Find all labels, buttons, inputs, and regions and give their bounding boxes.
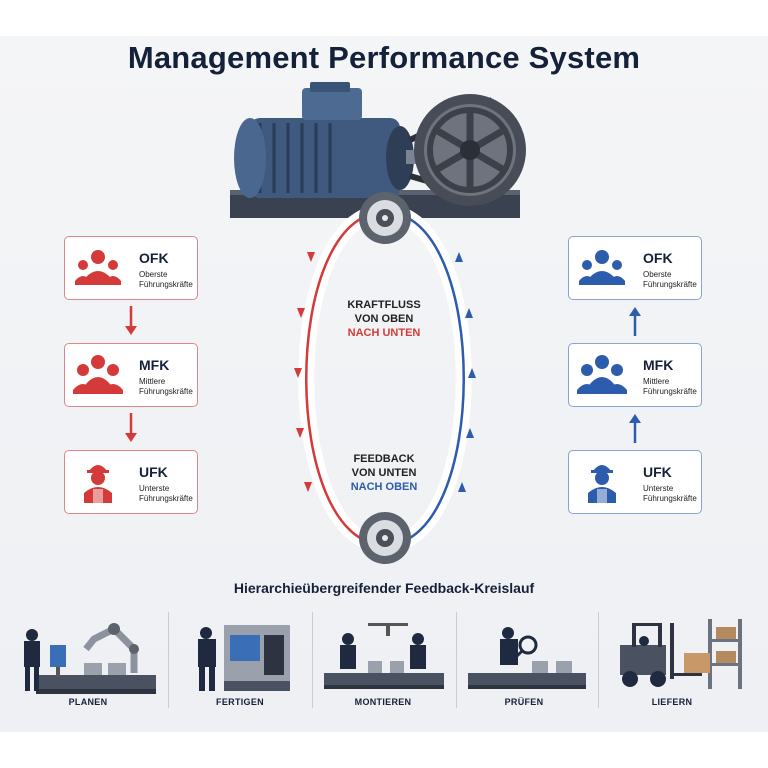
down-arrow-icon — [125, 413, 137, 442]
card-abbreviation: OFK — [139, 250, 169, 266]
card-abbreviation: UFK — [643, 464, 672, 480]
right-card-mfk: MFK Mittlere Führungskräfte — [568, 343, 702, 407]
cnc-machine-icon — [198, 625, 290, 691]
card-description-line-1: Oberste — [139, 270, 168, 279]
card-description-line-2: Führungskräfte — [643, 280, 697, 289]
card-abbreviation: OFK — [643, 250, 673, 266]
card-description-line-1: Unterste — [139, 484, 170, 493]
right-card-ufk: UFK Unterste Führungskräfte — [568, 450, 702, 514]
card-description-line-2: Führungskräfte — [139, 387, 193, 396]
card-description-line-2: Führungskräfte — [139, 494, 193, 503]
card-description: Oberste Führungskräfte — [643, 270, 703, 290]
card-description: Mittlere Führungskräfte — [139, 377, 199, 397]
bottom-flow-line-3: NACH OBEN — [350, 481, 418, 493]
bottom-flow-line-1: FEEDBACK — [353, 453, 415, 465]
stage-label-liefern: LIEFERN — [651, 697, 693, 707]
bottom-flow-line-2: VON UNTEN — [351, 467, 417, 479]
planning-robot-arm-icon — [24, 623, 156, 694]
card-abbreviation: UFK — [139, 464, 168, 480]
inspection-magnifier-icon — [468, 627, 586, 689]
card-description: Unterste Führungskräfte — [139, 484, 199, 504]
card-description: Unterste Führungskräfte — [643, 484, 703, 504]
leader-icon — [75, 250, 121, 285]
group-icon — [577, 355, 627, 394]
up-arrow-icon — [629, 307, 641, 336]
card-description-line-1: Mittlere — [139, 377, 166, 386]
stage-label-planen: PLANEN — [68, 697, 108, 707]
feedback-loop-label: Hierarchieübergreifender Feedback-Kreisl… — [233, 580, 535, 596]
stage-label-fertigen: FERTIGEN — [216, 697, 264, 707]
stage-divider — [312, 612, 313, 708]
left-card-ofk: OFK Oberste Führungskräfte — [64, 236, 198, 300]
stage-label-montieren: MONTIEREN — [354, 697, 412, 707]
stage-label-pruefen: PRÜFEN — [504, 697, 544, 707]
feedback-loop-belt — [294, 192, 476, 564]
top-flow-line-1: KRAFTFLUSS — [347, 299, 421, 311]
down-arrow-icon — [125, 306, 137, 335]
right-card-ofk: OFK Oberste Führungskräfte — [568, 236, 702, 300]
card-description-line-2: Führungskräfte — [643, 494, 697, 503]
card-description: Mittlere Führungskräfte — [643, 377, 703, 397]
worker-hardhat-icon — [588, 465, 616, 503]
top-flow-text: KRAFTFLUSS VON OBEN NACH UNTEN — [304, 298, 464, 340]
card-abbreviation: MFK — [643, 357, 674, 373]
leader-icon — [579, 250, 625, 285]
top-flow-line-2: VON OBEN — [354, 313, 414, 325]
left-card-ufk: UFK Unterste Führungskräfte — [64, 450, 198, 514]
bottom-flow-text: FEEDBACK VON UNTEN NACH OBEN — [304, 452, 464, 494]
assembly-line-icon — [324, 623, 444, 689]
stage-divider — [168, 612, 169, 708]
forklift-icon — [620, 619, 742, 689]
top-flow-line-3: NACH UNTEN — [347, 327, 421, 339]
card-abbreviation: MFK — [139, 357, 170, 373]
group-icon — [73, 355, 123, 394]
card-description-line-2: Führungskräfte — [643, 387, 697, 396]
stage-divider — [598, 612, 599, 708]
card-description-line-2: Führungskräfte — [139, 280, 193, 289]
card-description-line-1: Mittlere — [643, 377, 670, 386]
left-card-mfk: MFK Mittlere Führungskräfte — [64, 343, 198, 407]
page-title: Management Performance System — [127, 40, 641, 75]
stage-divider — [456, 612, 457, 708]
up-arrow-icon — [629, 414, 641, 443]
card-description: Oberste Führungskräfte — [139, 270, 199, 290]
card-description-line-1: Unterste — [643, 484, 674, 493]
card-description-line-1: Oberste — [643, 270, 672, 279]
worker-hardhat-icon — [84, 465, 112, 503]
